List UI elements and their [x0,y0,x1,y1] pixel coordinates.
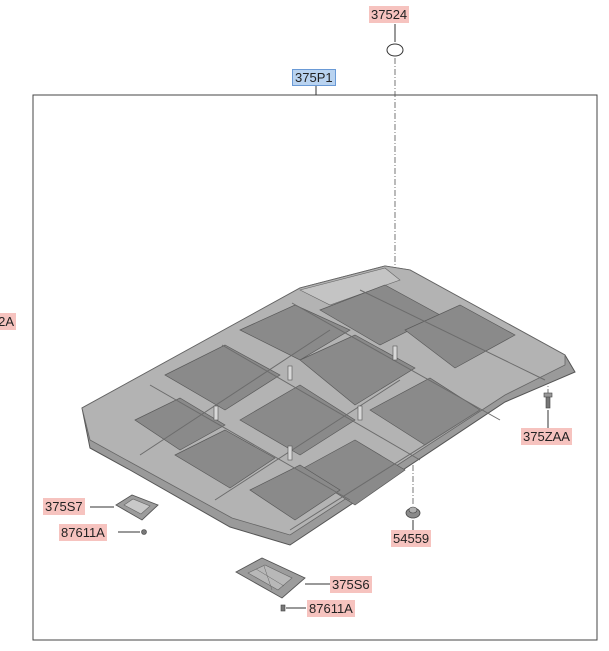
callout-37524[interactable]: 37524 [369,6,410,23]
callout-375P1[interactable]: 375P1 [292,69,336,86]
leader-lines [90,24,549,609]
o-ring-37524[interactable] [386,43,404,57]
screw-87611A-lower[interactable] [280,604,286,612]
callout-87611A-lower[interactable]: 87611A [307,600,355,617]
callout-375ZAA[interactable]: 375ZAA [521,428,572,445]
screw-87611A-upper[interactable] [141,529,147,535]
cover-375S7[interactable] [115,494,159,521]
battery-cover-375P1[interactable] [81,265,576,546]
callout-375S7[interactable]: 375S7 [43,498,85,515]
assembly-frame [32,94,598,641]
callout-375S6[interactable]: 375S6 [330,576,372,593]
plug-54559[interactable] [405,506,421,519]
callout-left-clipped[interactable]: 2A [0,313,16,330]
cover-375S6[interactable] [235,557,306,599]
callout-87611A-upper[interactable]: 87611A [59,524,107,541]
callout-54559[interactable]: 54559 [391,530,432,547]
bolt-375ZAA[interactable] [543,392,553,409]
